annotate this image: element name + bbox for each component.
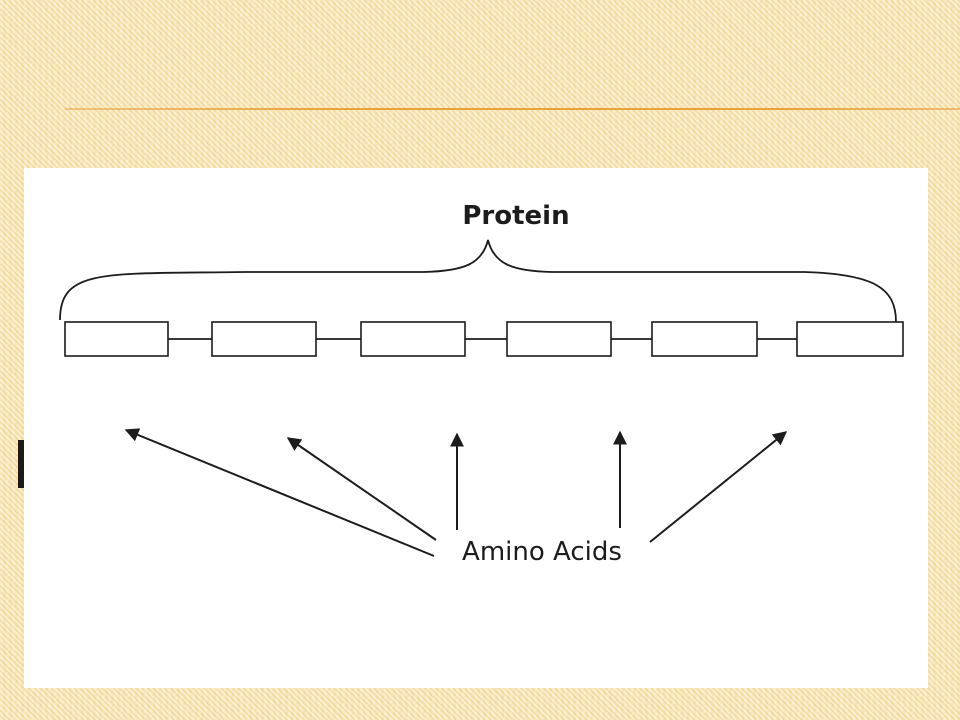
- amino-acid-arrows: [124, 428, 788, 557]
- amino-acid-box: [64, 321, 169, 357]
- left-edge-marker: [18, 440, 26, 488]
- protein-diagram: Protein Amino Acids: [59, 201, 904, 567]
- arrow-to-acid-1: [124, 428, 435, 557]
- title-divider-line: [65, 108, 960, 110]
- amino-acid-box: [796, 321, 904, 357]
- protein-brace: [59, 239, 897, 323]
- amino-acid-chain: [64, 321, 904, 357]
- arrow-to-acid-2: [286, 437, 437, 541]
- amino-acid-box: [506, 321, 612, 357]
- amino-acids-label: Amino Acids: [462, 537, 622, 567]
- protein-label: Protein: [462, 201, 569, 231]
- amino-acid-box: [360, 321, 466, 357]
- arrow-to-acid-5: [649, 431, 788, 543]
- amino-acid-box: [211, 321, 317, 357]
- amino-acid-box: [651, 321, 758, 357]
- protein-diagram-panel: Protein Amino Acids: [24, 168, 928, 688]
